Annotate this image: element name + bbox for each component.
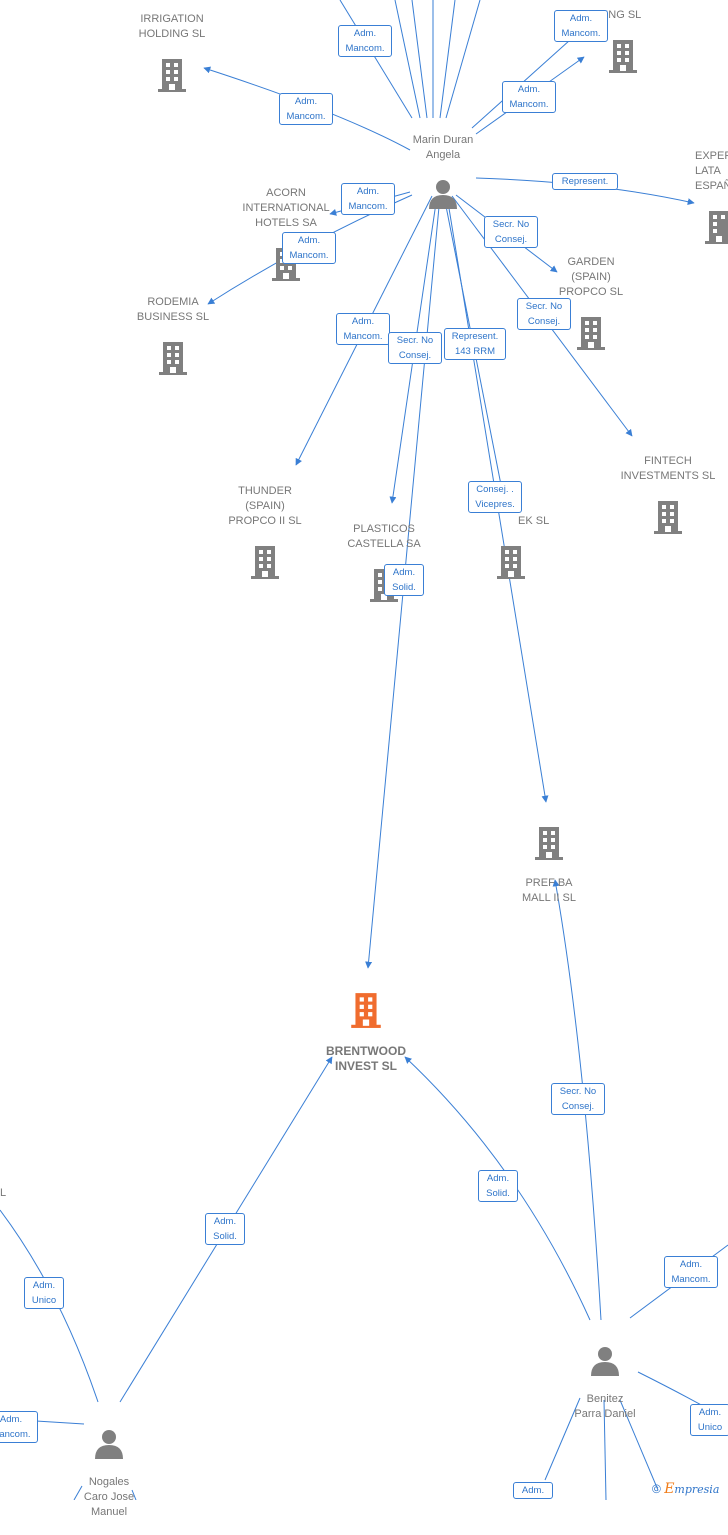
person-node-marin[interactable]: Marin Duran Angela [398, 118, 488, 225]
person-node-nogales[interactable]: Nogales Caro Jose Manuel [66, 1413, 152, 1535]
edge-label[interactable]: Secr. No Consej. [517, 298, 571, 330]
building-icon [251, 546, 279, 579]
edge-label[interactable]: Secr. No Consej. [484, 216, 538, 248]
company-node-offscreen-left[interactable]: L [0, 1171, 10, 1216]
edge-label[interactable]: Secr. No Consej. [388, 332, 442, 364]
company-label: THUNDER (SPAIN) PROPCO II SL [228, 485, 302, 527]
person-label: Marin Duran Angela [412, 134, 474, 161]
edge-label[interactable]: Secr. No Consej. [551, 1083, 605, 1115]
company-node-irrigation[interactable]: IRRIGATION HOLDING SL [118, 0, 226, 108]
building-icon [158, 59, 186, 92]
company-label: PREF BA MALL II SL [521, 877, 576, 904]
company-node-expert[interactable]: EXPER LATA ESPAÑ [692, 134, 728, 260]
company-label: RODEMIA BUSINESS SL [136, 296, 210, 323]
company-node-ek[interactable]: EK SL [497, 499, 566, 595]
building-icon [535, 827, 563, 860]
person-label: Benitez Parra Daniel [574, 1393, 636, 1420]
building-icon [351, 993, 381, 1028]
person-icon [95, 1430, 123, 1459]
edge-label[interactable]: Adm. Solid. [384, 564, 424, 596]
company-label: GARDEN (SPAIN) PROPCO SL [558, 256, 624, 298]
company-node-rodemia[interactable]: RODEMIA BUSINESS SL [126, 280, 220, 391]
company-label: EXPER LATA ESPAÑ [695, 150, 728, 192]
person-icon [429, 180, 457, 209]
edge-line [411, 0, 428, 119]
company-node-thunder[interactable]: THUNDER (SPAIN) PROPCO II SL [220, 469, 310, 595]
person-node-benitez[interactable]: Benitez Parra Daniel [560, 1330, 650, 1437]
edge-line [552, 879, 602, 1321]
company-label: EK SL [518, 515, 550, 527]
edge-label[interactable]: Represent. 143 RRM [444, 328, 506, 360]
company-label: PLASTICOS CASTELLA SA [347, 523, 421, 550]
edge-line [445, 0, 481, 119]
company-node-garden[interactable]: GARDEN (SPAIN) PROPCO SL [548, 240, 634, 366]
edge-label[interactable]: Adm. Mancom. [664, 1256, 718, 1288]
copyright-icon: © [652, 1482, 661, 1496]
edge-line [619, 1399, 659, 1491]
edge-line [131, 1489, 137, 1500]
edge-label[interactable]: Adm. Solid. [205, 1213, 245, 1245]
building-icon [159, 342, 187, 375]
edge-label[interactable]: Adm. Mancom. [279, 93, 333, 125]
edge-label[interactable]: Adm. Mancom. [341, 183, 395, 215]
edge-label[interactable]: Consej. . Vicepres. [468, 481, 522, 513]
person-icon [591, 1347, 619, 1376]
edge-line [544, 1397, 581, 1481]
edge-line [439, 0, 456, 119]
edge-label[interactable]: Adm. Solid. [478, 1170, 518, 1202]
building-icon [705, 211, 728, 244]
company-label: ACORN INTERNATIONAL HOTELS SA [242, 187, 330, 229]
company-node-plasticos[interactable]: PLASTICOS CASTELLA SA [338, 507, 430, 618]
company-node-prefba[interactable]: PREF BA MALL II SL [504, 810, 594, 921]
edge-label[interactable]: Adm. Mancom. [554, 10, 608, 42]
edge-label[interactable]: Adm. Mancom. [336, 313, 390, 345]
company-label: FINTECH INVESTMENTS SL [620, 455, 716, 482]
edge-label[interactable]: Adm. Mancom. [338, 25, 392, 57]
brand-logo-text: mpresia [674, 1483, 720, 1496]
building-icon [497, 546, 525, 579]
building-icon [609, 40, 637, 73]
edge-line [394, 0, 421, 119]
edge-label[interactable]: Adm. Unico [690, 1404, 728, 1436]
edge-label[interactable]: Adm. Mancom. [282, 232, 336, 264]
company-node-brentwood[interactable]: BRENTWOOD INVEST SL [312, 976, 420, 1089]
edge-line [339, 0, 413, 119]
person-label: Nogales Caro Jose Manuel [83, 1476, 135, 1518]
edges-layer [0, 0, 728, 1500]
company-label: IRRIGATION HOLDING SL [138, 13, 206, 40]
edge-label[interactable]: Adm. [513, 1482, 553, 1499]
edge-label[interactable]: Represent. [552, 173, 618, 190]
edge-label[interactable]: Adm. Unico [24, 1277, 64, 1309]
building-icon [577, 317, 605, 350]
brand-footer[interactable]: © Empresia [652, 1481, 719, 1497]
edge-line [73, 1485, 83, 1500]
brand-logo-initial: E [664, 1481, 675, 1497]
edge-label[interactable]: Adm. Mancom. [502, 81, 556, 113]
company-label: BRENTWOOD INVEST SL [326, 1044, 406, 1073]
company-label: L [0, 1187, 7, 1199]
edge-line [603, 1399, 607, 1500]
edge-label[interactable]: Adm. Mancom. [0, 1411, 38, 1443]
building-icon [654, 501, 682, 534]
company-node-fintech[interactable]: FINTECH INVESTMENTS SL [612, 439, 724, 550]
